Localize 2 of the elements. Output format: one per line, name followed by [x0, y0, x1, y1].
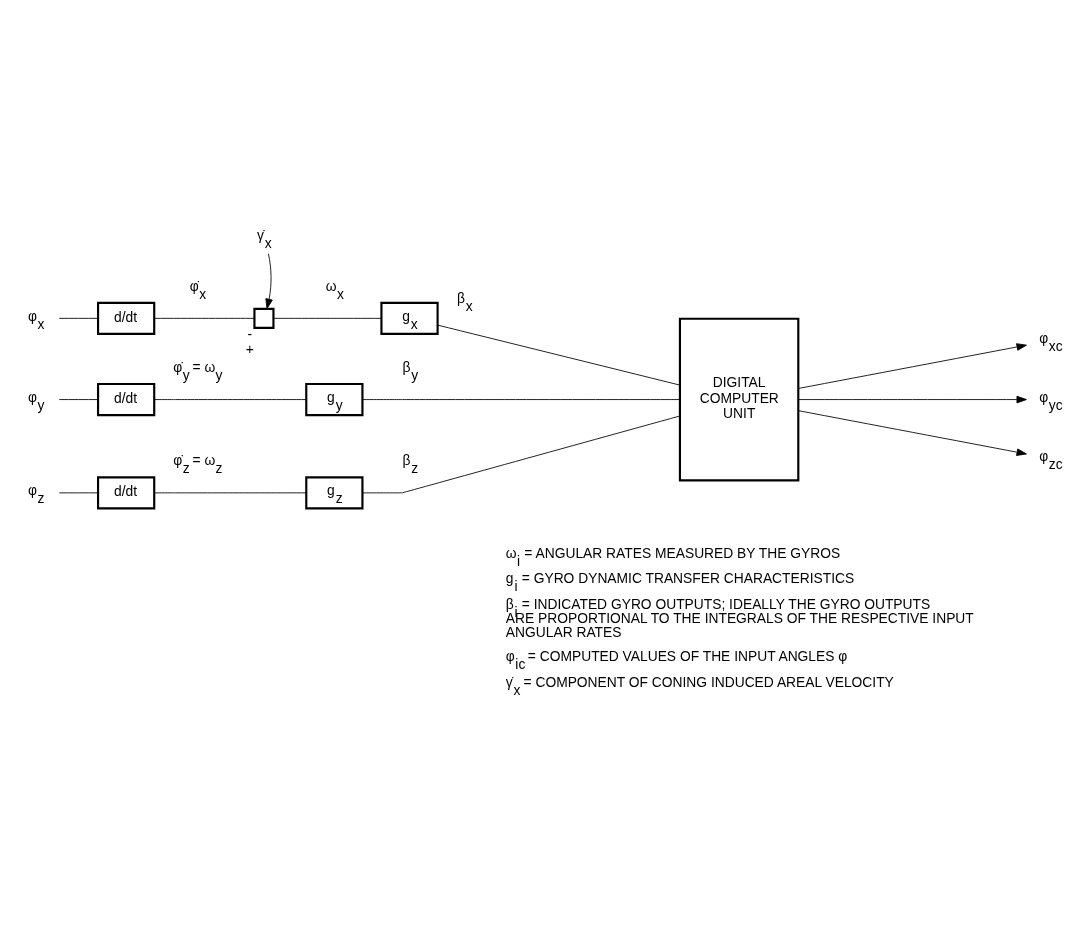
- node-label: +: [245, 341, 254, 358]
- node-label: -: [247, 325, 253, 342]
